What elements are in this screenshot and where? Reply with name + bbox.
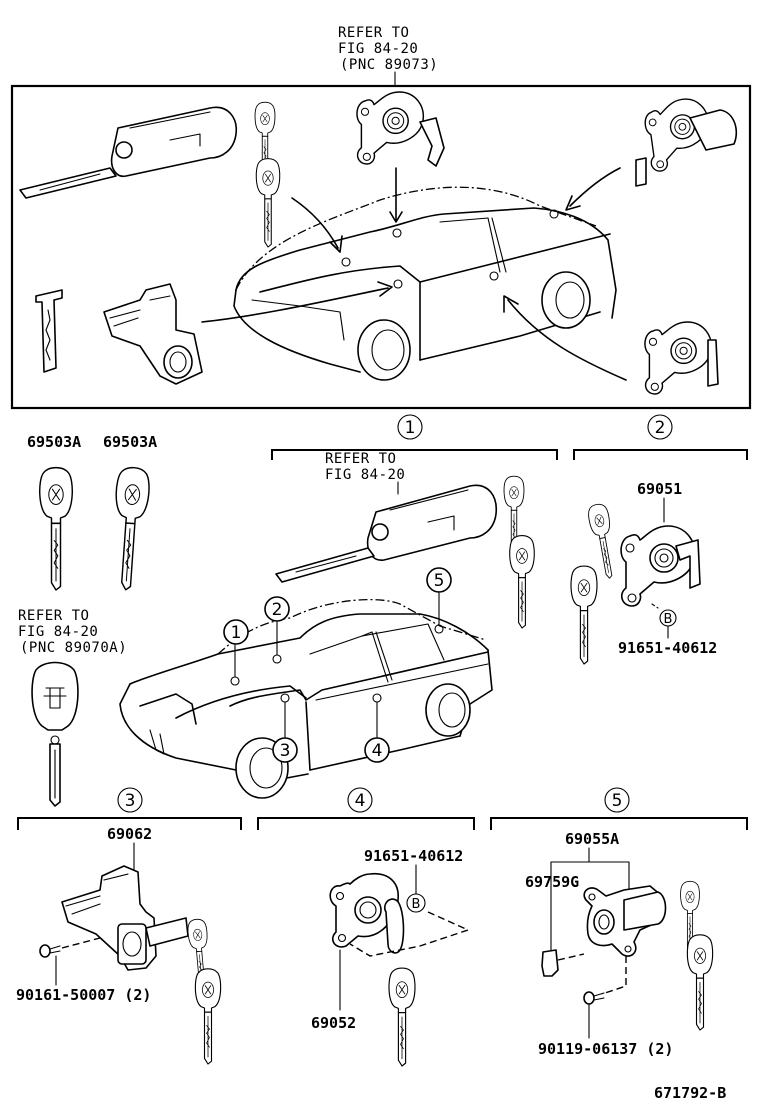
group-1-ignition: 1 REFER TO FIG 84-20	[271, 414, 558, 629]
group-4-lock-cylinder	[329, 873, 405, 954]
group-3-part-69062: 69062	[107, 825, 152, 843]
group-5-part-69759G: 69759G	[525, 873, 579, 891]
group-5-callout-number: 5	[612, 791, 623, 811]
group-3-lock-assembly	[61, 865, 189, 971]
key1-illustration	[38, 466, 74, 591]
master-key-refer-line1: REFER TO	[18, 608, 89, 624]
group-3-part-90161-50007: 90161-50007 (2)	[16, 986, 151, 1004]
group-5-screw	[583, 991, 605, 1039]
group-5-part-90119-06137: 90119-06137 (2)	[538, 1040, 673, 1058]
group-5-lock-cylinder	[583, 885, 667, 957]
overview-blank-key	[35, 289, 63, 373]
group-1-bracket	[271, 449, 558, 460]
car-callout-3-number: 3	[280, 741, 291, 761]
master-key-refer-line2: FIG 84-20	[18, 624, 98, 640]
group-4-part-69052: 69052	[311, 1014, 356, 1032]
overview-refer-line2: FIG 84-20	[338, 41, 418, 57]
master-key-refer-line3: (PNC 89070A)	[20, 640, 127, 656]
group-1-refer-line1: REFER TO	[325, 451, 396, 467]
car-callout-2: 2	[264, 596, 290, 656]
overview-ignition-keys	[254, 101, 281, 248]
group-4-part-91651-40612: 91651-40612	[364, 847, 463, 865]
overview-ignition-cylinder	[19, 106, 237, 199]
location-car: 1 2 3 4 5	[119, 567, 493, 799]
group-4-screw-callout-letter: B	[412, 897, 421, 912]
group-4-callout	[347, 787, 373, 813]
car-callout-2-number: 2	[272, 600, 283, 620]
key1-part-number: 69503A	[27, 433, 81, 451]
group-2-callout	[647, 414, 673, 440]
group-3-callout-number: 3	[125, 791, 136, 811]
group-5-callout	[604, 787, 630, 813]
group-2-lock-cylinder	[620, 525, 701, 607]
group-5-bracket	[490, 817, 748, 830]
group-2-callout-number: 2	[655, 418, 666, 438]
overview-refer-line3: (PNC 89073)	[340, 57, 438, 73]
overview-refer-line1: REFER TO	[338, 25, 409, 41]
group-1-callout-number: 1	[405, 418, 416, 438]
group-3-steering-lock: 3 69062 90161-50007 (2)	[16, 787, 242, 1065]
group-5-keys	[680, 880, 714, 1031]
overview-steering-lock	[103, 283, 203, 385]
group-4-callout-number: 4	[355, 791, 366, 811]
group-2-screw-callout-letter: B	[664, 612, 673, 627]
car-callout-5-number: 5	[434, 571, 445, 591]
car-callout-1-number: 1	[231, 623, 242, 643]
group-5-clip	[541, 949, 559, 977]
group-4-screw-callout	[406, 893, 426, 913]
group-3-keys	[186, 918, 222, 1065]
left-keys-section: 69503A 69503A REFER TO FIG 84-20 (PNC 89…	[18, 433, 157, 807]
group-2-part-69051: 69051	[637, 480, 682, 498]
group-1-callout	[397, 414, 423, 440]
overview-door-lock-right	[635, 95, 738, 187]
overview-car	[233, 186, 617, 381]
group-2-keys	[570, 502, 620, 665]
group-1-refer-line2: FIG 84-20	[325, 467, 405, 483]
overview-door-lock-rear	[644, 321, 719, 395]
group-2-bracket	[573, 449, 748, 460]
overview-arrows	[201, 167, 627, 381]
group-4-door-lock: 4 91651-40612 B 69052	[257, 787, 475, 1067]
car-callout-1: 1	[223, 619, 249, 678]
car-callout-4: 4	[364, 701, 390, 763]
group-5-trunk-lock: 5 69055A 69759G 90119-06137 (2)	[490, 787, 748, 1058]
figure-id: 671792-B	[654, 1084, 726, 1102]
group-1-ignition-cylinder	[275, 484, 497, 583]
group-1-keys	[503, 475, 535, 629]
overview-door-lock-front	[356, 91, 445, 167]
group-2-part-91651-40612: 91651-40612	[618, 639, 717, 657]
group-3-screw	[39, 937, 101, 986]
car-callout-5: 5	[426, 567, 452, 626]
group-2-door-lock: 2 69051 B 91651-40612	[570, 414, 748, 665]
car-callout-4-number: 4	[372, 741, 383, 761]
group-3-bracket	[17, 817, 242, 830]
master-key-illustration	[31, 661, 79, 807]
key2-illustration	[108, 465, 152, 592]
group-3-callout	[117, 787, 143, 813]
overview-section: REFER TO FIG 84-20 (PNC 89073)	[10, 25, 752, 410]
group-4-key	[388, 967, 416, 1067]
group-5-part-69055A: 69055A	[565, 830, 619, 848]
car-callout-3: 3	[272, 701, 298, 763]
key2-part-number: 69503A	[103, 433, 157, 451]
overview-frame	[10, 84, 752, 410]
group-4-bracket	[257, 817, 475, 830]
